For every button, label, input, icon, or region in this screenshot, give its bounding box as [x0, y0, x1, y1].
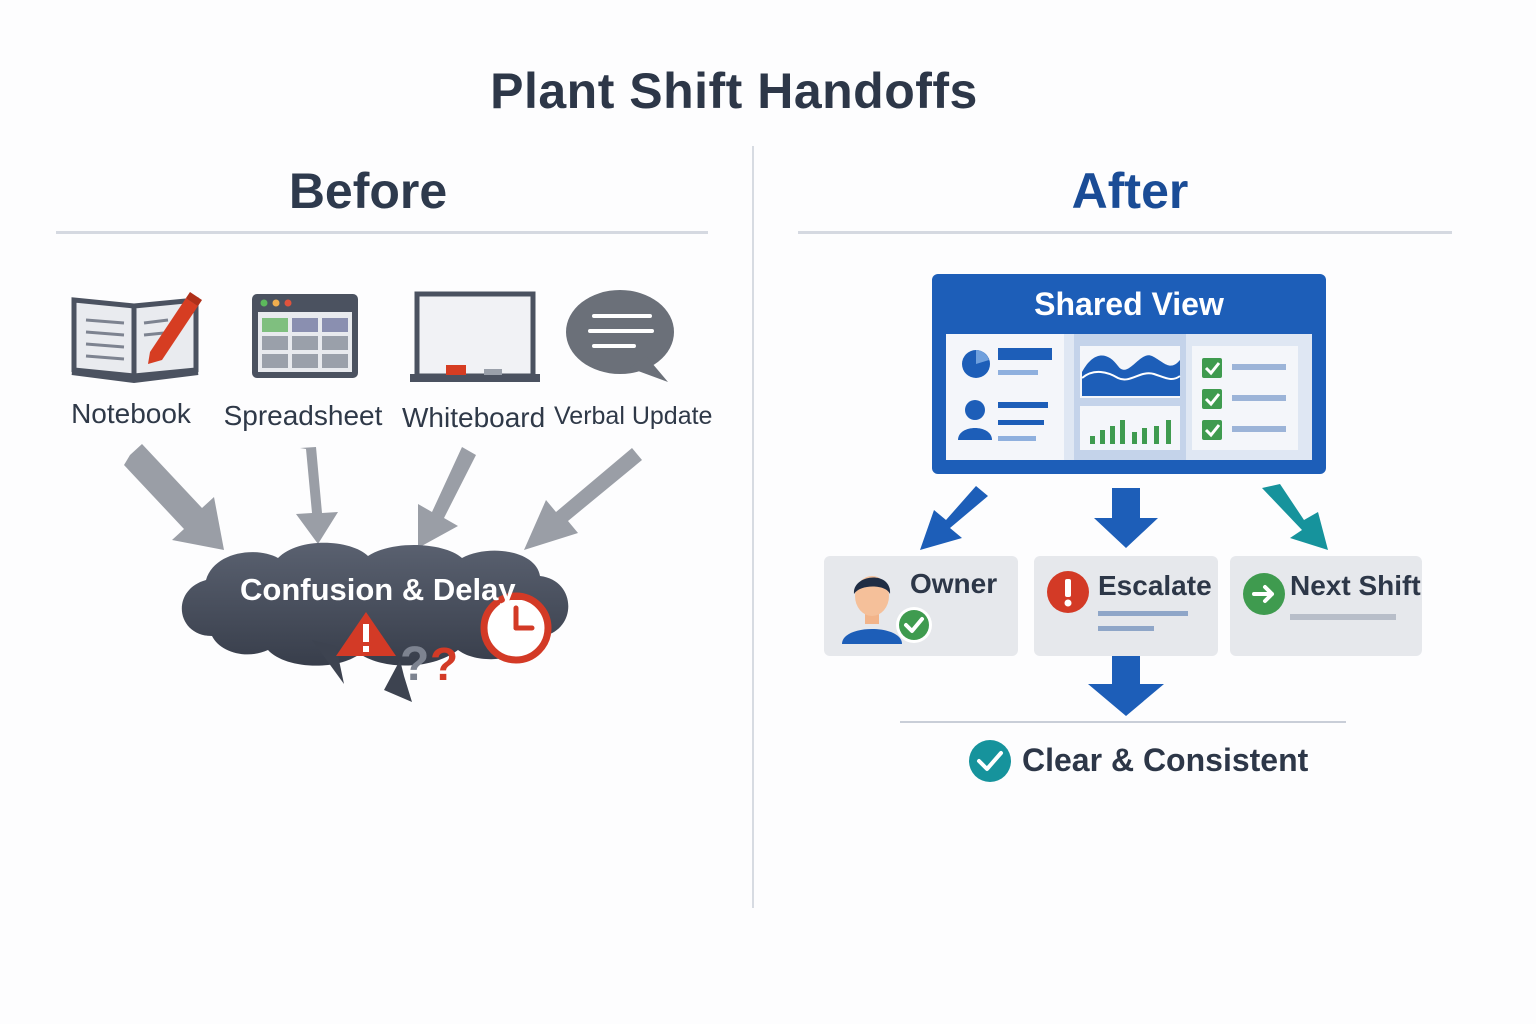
question-mark-red-icon: ?: [430, 638, 458, 690]
shared-view-panel: [932, 274, 1326, 474]
before-rule: [56, 231, 708, 234]
next-shift-line: [1290, 614, 1396, 620]
alert-icon: [1047, 571, 1089, 613]
outcome-label: Confusion & Delay: [240, 572, 516, 607]
result-label: Clear & Consistent: [1022, 742, 1309, 778]
source-label-verbal-update: Verbal Update: [554, 402, 713, 430]
center-divider: [752, 146, 754, 908]
distribution-arrows: [920, 484, 1328, 716]
source-label-spreadsheet: Spreadsheet: [223, 400, 383, 431]
check-circle-icon: [969, 740, 1011, 782]
escalate-label: Escalate: [1098, 570, 1212, 601]
next-shift-label: Next Shift: [1290, 570, 1421, 601]
question-mark-icon: ?: [400, 638, 429, 691]
converging-arrows: [124, 444, 642, 550]
after-heading: After: [1071, 163, 1189, 219]
escalate-card: Escalate: [1034, 556, 1218, 656]
page-title: Plant Shift Handoffs: [490, 63, 978, 119]
confusion-cloud: [181, 542, 569, 702]
owner-label: Owner: [910, 568, 998, 599]
next-shift-card: Next Shift: [1230, 556, 1422, 656]
source-label-notebook: Notebook: [71, 398, 191, 429]
source-label-whiteboard: Whiteboard: [402, 402, 546, 433]
after-rule: [798, 231, 1452, 234]
before-heading: Before: [288, 163, 448, 219]
hub-title: Shared View: [1034, 286, 1224, 322]
person-check-icon: [842, 576, 932, 644]
whiteboard-icon: [410, 291, 540, 382]
owner-card: Owner: [824, 556, 1018, 656]
escalate-line-1: [1098, 611, 1188, 616]
speech-bubble-icon: [566, 290, 674, 382]
warning-icon: [336, 612, 396, 656]
clock-icon: [480, 592, 552, 664]
arrow-right-icon: [1243, 573, 1285, 615]
escalate-line-2: [1098, 626, 1154, 631]
spreadsheet-icon: [252, 294, 358, 378]
notebook-icon: [71, 292, 202, 384]
